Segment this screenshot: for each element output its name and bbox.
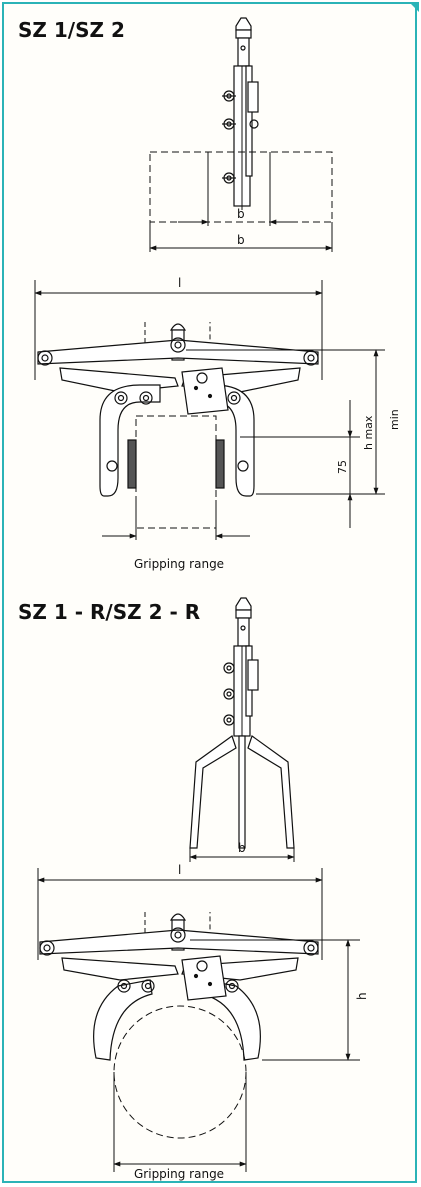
front-view-sz1	[34, 280, 385, 540]
dim-l-label: l	[178, 276, 181, 290]
gripping-range-label-1: Gripping range	[134, 557, 224, 571]
dim-h-max-label: h max	[362, 415, 375, 450]
side-view-sz1r	[189, 597, 295, 862]
dim-b-inner-label: b	[237, 207, 245, 221]
dim-b-label-2: b	[238, 841, 246, 855]
dim-b-outer-label: b	[237, 233, 245, 247]
section-title-sz1-sz2: SZ 1/SZ 2	[18, 18, 125, 42]
dim-l-label-2: l	[178, 863, 181, 877]
side-view-sz1	[222, 17, 259, 210]
front-view-sz1r	[37, 868, 360, 1172]
section-title-sz1r-sz2r: SZ 1 - R/SZ 2 - R	[18, 600, 201, 624]
gripping-range-label-2: Gripping range	[134, 1167, 224, 1181]
dim-min-label: min	[388, 409, 401, 430]
dim-75-label: 75	[336, 460, 349, 474]
frame-corner	[409, 2, 419, 12]
workpiece-dashed-top	[149, 151, 333, 252]
dim-h-label: h	[355, 992, 369, 1000]
